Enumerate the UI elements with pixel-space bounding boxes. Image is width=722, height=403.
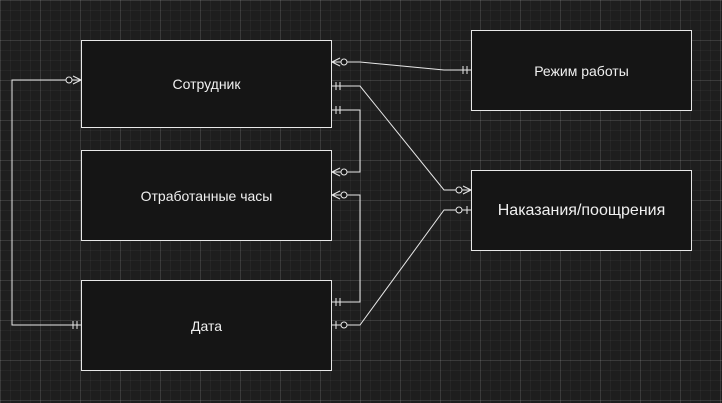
- connector-employee-hours[interactable]: [331, 106, 361, 177]
- connector-hours-date[interactable]: [331, 190, 361, 306]
- entity-date-label: Дата: [190, 317, 222, 334]
- entity-work-schedule[interactable]: Режим работы: [471, 30, 692, 111]
- connector-employee-schedule[interactable]: [331, 57, 471, 74]
- entity-penalties-rewards[interactable]: Наказания/поощрения: [471, 170, 692, 251]
- entity-worked-hours-label: Отработанные часы: [140, 187, 273, 204]
- entity-employee[interactable]: Сотрудник: [81, 40, 332, 128]
- entity-date[interactable]: Дата: [81, 280, 332, 371]
- entity-worked-hours[interactable]: Отработанные часы: [81, 150, 332, 241]
- connector-date-employee[interactable]: [11, 75, 82, 329]
- entity-work-schedule-label: Режим работы: [534, 62, 629, 79]
- entity-penalties-rewards-label: Наказания/поощрения: [497, 201, 666, 219]
- entity-employee-label: Сотрудник: [172, 76, 241, 92]
- connector-employee-penalty[interactable]: [332, 82, 472, 195]
- connector-date-penalty[interactable]: [332, 206, 471, 329]
